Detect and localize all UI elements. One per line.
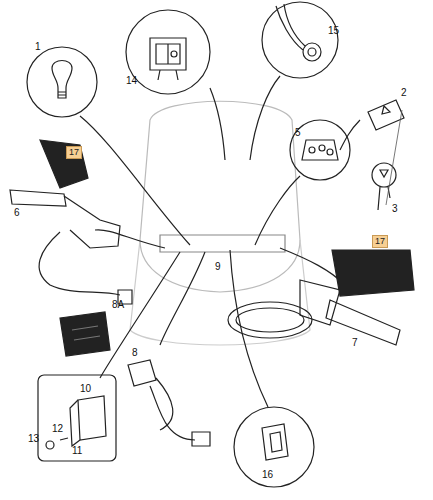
callout-number: 10 <box>80 384 91 394</box>
callout-number: 1 <box>35 42 41 52</box>
callout-number: 12 <box>52 424 63 434</box>
callout-number: 17 <box>69 148 79 157</box>
callout-box: 17 <box>66 146 82 159</box>
callout-box: 17 <box>372 235 388 248</box>
callout-number: 8A <box>112 300 124 310</box>
callout-number: 15 <box>328 26 339 36</box>
callout-number: 9 <box>215 262 221 272</box>
callout-number: 8 <box>132 348 138 358</box>
callout-number: 13 <box>28 434 39 444</box>
callout-number: 16 <box>262 470 273 480</box>
callout-number: 17 <box>375 237 385 246</box>
callout-number: 2 <box>401 88 407 98</box>
callout-number: 5 <box>295 128 301 138</box>
callout-number: 3 <box>392 204 398 214</box>
callout-number: 6 <box>14 208 20 218</box>
callout-number: 7 <box>352 338 358 348</box>
callout-number: 11 <box>72 446 82 456</box>
callout-number: 14 <box>126 76 137 86</box>
